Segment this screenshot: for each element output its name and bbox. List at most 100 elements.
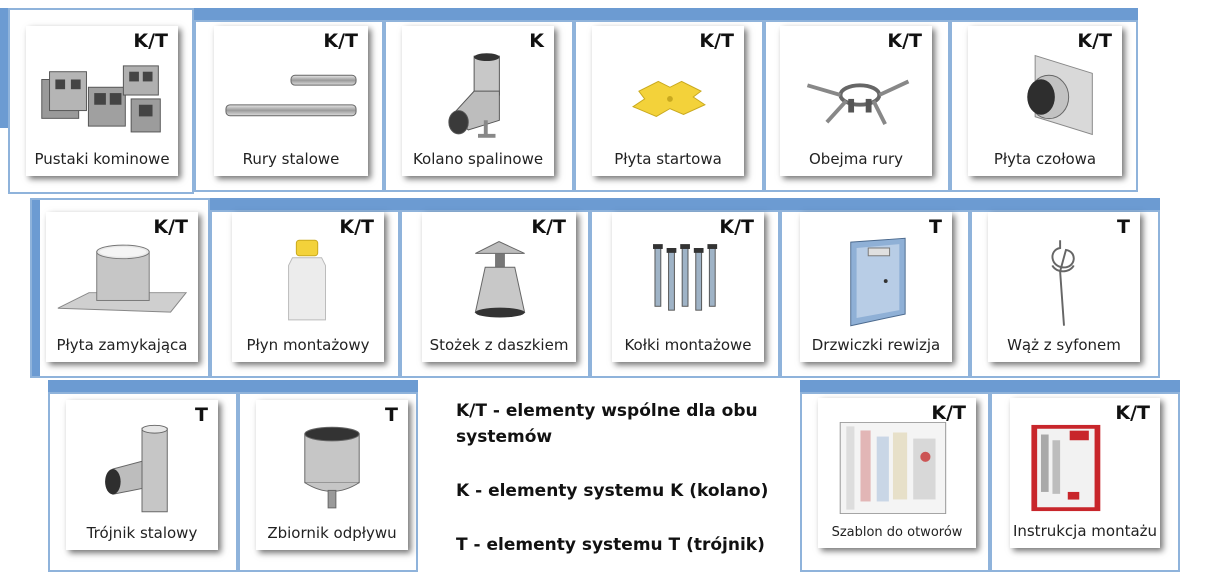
- bg-frame: [8, 8, 194, 194]
- system-tag: T: [1117, 216, 1130, 238]
- product-label: Instrukcja montażu: [1012, 522, 1158, 540]
- product-card-plyta-zamykajaca[interactable]: K/T Płyta zamykająca: [46, 212, 198, 362]
- legend-k: K - elementy systemu K (kolano): [456, 481, 769, 501]
- system-tag: K/T: [931, 402, 966, 424]
- product-card-kolki[interactable]: K/T Kołki montażowe: [612, 212, 764, 362]
- bg-frame: [48, 392, 238, 572]
- bg-tab: [800, 380, 990, 392]
- bg-frame: [970, 210, 1160, 378]
- product-card-obejma[interactable]: K/T Obejma rury: [780, 26, 932, 176]
- manual-booklet-icon: [1018, 422, 1152, 514]
- system-tag: K/T: [1115, 402, 1150, 424]
- system-tag: K/T: [133, 30, 168, 52]
- bg-tab: [238, 380, 418, 392]
- product-card-waz[interactable]: T Wąż z syfonem: [988, 212, 1140, 362]
- bg-tab: [210, 198, 400, 210]
- tee-pipe-icon: [74, 424, 210, 516]
- product-label: Trójnik stalowy: [86, 524, 198, 542]
- front-plate-icon: [976, 50, 1114, 142]
- hose-siphon-icon: [996, 236, 1132, 328]
- bg-frame: [238, 392, 418, 572]
- inspection-door-icon: [808, 236, 944, 328]
- bg-tab: [950, 8, 1138, 20]
- product-label: Zbiornik odpływu: [267, 524, 397, 542]
- bg-frame: [800, 392, 990, 572]
- system-tag: K/T: [531, 216, 566, 238]
- bg-frame: [384, 20, 574, 192]
- bg-tab: [990, 380, 1180, 392]
- product-card-stozek[interactable]: K/T Stożek z daszkiem: [422, 212, 576, 362]
- system-tag: K/T: [887, 30, 922, 52]
- system-tag: K/T: [323, 30, 358, 52]
- steel-pipes-icon: [222, 50, 360, 142]
- bg-tab: [764, 8, 950, 20]
- bg-tab: [0, 8, 8, 128]
- template-sheet-icon: [826, 422, 968, 514]
- product-card-pustaki[interactable]: K/T Pustaki kominowe: [26, 26, 178, 176]
- bg-frame: [400, 210, 590, 378]
- bg-tab: [30, 198, 40, 378]
- product-label: Płyn montażowy: [246, 336, 370, 354]
- flue-elbow-icon: [410, 50, 546, 142]
- bg-tab: [384, 8, 574, 20]
- bg-tab: [590, 198, 780, 210]
- system-tag: K/T: [339, 216, 374, 238]
- system-tag: T: [929, 216, 942, 238]
- bg-tab: [574, 8, 764, 20]
- bg-tab: [970, 198, 1160, 210]
- product-label: Wąż z syfonem: [1007, 336, 1121, 354]
- bg-tab: [194, 8, 384, 20]
- bg-frame: [780, 210, 970, 378]
- bg-frame: [764, 20, 950, 192]
- legend: K/T - elementy wspólne dla obu systemów …: [456, 398, 786, 586]
- bg-tab: [780, 198, 970, 210]
- mounting-fluid-bottle-icon: [240, 236, 376, 328]
- product-card-instrukcja[interactable]: K/T Instrukcja montażu: [1010, 398, 1160, 548]
- bg-frame: [194, 20, 384, 192]
- product-card-plyta-startowa[interactable]: K/T Płyta startowa: [592, 26, 744, 176]
- product-label: Kołki montażowe: [624, 336, 752, 354]
- product-label: Płyta zamykająca: [56, 336, 188, 354]
- legend-kt: K/T - elementy wspólne dla obu systemów: [456, 401, 758, 447]
- product-card-plyn[interactable]: K/T Płyn montażowy: [232, 212, 384, 362]
- system-tag: T: [385, 404, 398, 426]
- closing-plate-icon: [54, 236, 190, 328]
- system-tag: K/T: [699, 30, 734, 52]
- bg-frame: [574, 20, 764, 192]
- bg-frame: [950, 20, 1138, 192]
- cone-cap-icon: [430, 236, 568, 328]
- pipe-clamp-icon: [788, 50, 924, 142]
- product-card-drzwiczki[interactable]: T Drzwiczki rewizja: [800, 212, 952, 362]
- product-card-plyta-czolowa[interactable]: K/T Płyta czołowa: [968, 26, 1122, 176]
- chimney-blocks-icon: [34, 50, 170, 142]
- product-card-rury[interactable]: K/T Rury stalowe: [214, 26, 368, 176]
- system-tag: K/T: [1077, 30, 1112, 52]
- system-tag: K/T: [719, 216, 754, 238]
- product-label: Obejma rury: [808, 150, 903, 168]
- bg-frame: [590, 210, 780, 378]
- product-card-zbiornik[interactable]: T Zbiornik odpływu: [256, 400, 408, 550]
- product-card-trojnik[interactable]: T Trójnik stalowy: [66, 400, 218, 550]
- product-label: Płyta czołowa: [993, 150, 1097, 168]
- bg-frame: [210, 210, 400, 378]
- wall-plugs-icon: [620, 236, 756, 328]
- starter-plate-icon: [600, 50, 736, 142]
- product-label: Stożek z daszkiem: [429, 336, 569, 354]
- product-label: Pustaki kominowe: [34, 150, 170, 168]
- product-label: Drzwiczki rewizja: [811, 336, 941, 354]
- drain-tank-icon: [264, 424, 400, 516]
- product-label: Rury stalowe: [242, 150, 340, 168]
- system-tag: K: [529, 30, 544, 52]
- legend-t: T - elementy systemu T (trójnik): [456, 535, 765, 555]
- system-tag: T: [195, 404, 208, 426]
- system-tag: K/T: [153, 216, 188, 238]
- product-label: Płyta startowa: [614, 150, 722, 168]
- product-card-szablon[interactable]: K/T Szablon do otworów: [818, 398, 976, 548]
- product-label: Szablon do otworów: [831, 525, 963, 540]
- bg-frame: [30, 198, 210, 378]
- product-card-kolano[interactable]: K Kolano spalinowe: [402, 26, 554, 176]
- product-label: Kolano spalinowe: [412, 150, 544, 168]
- bg-tab: [48, 380, 238, 392]
- bg-tab: [400, 198, 590, 210]
- bg-frame: [990, 392, 1180, 572]
